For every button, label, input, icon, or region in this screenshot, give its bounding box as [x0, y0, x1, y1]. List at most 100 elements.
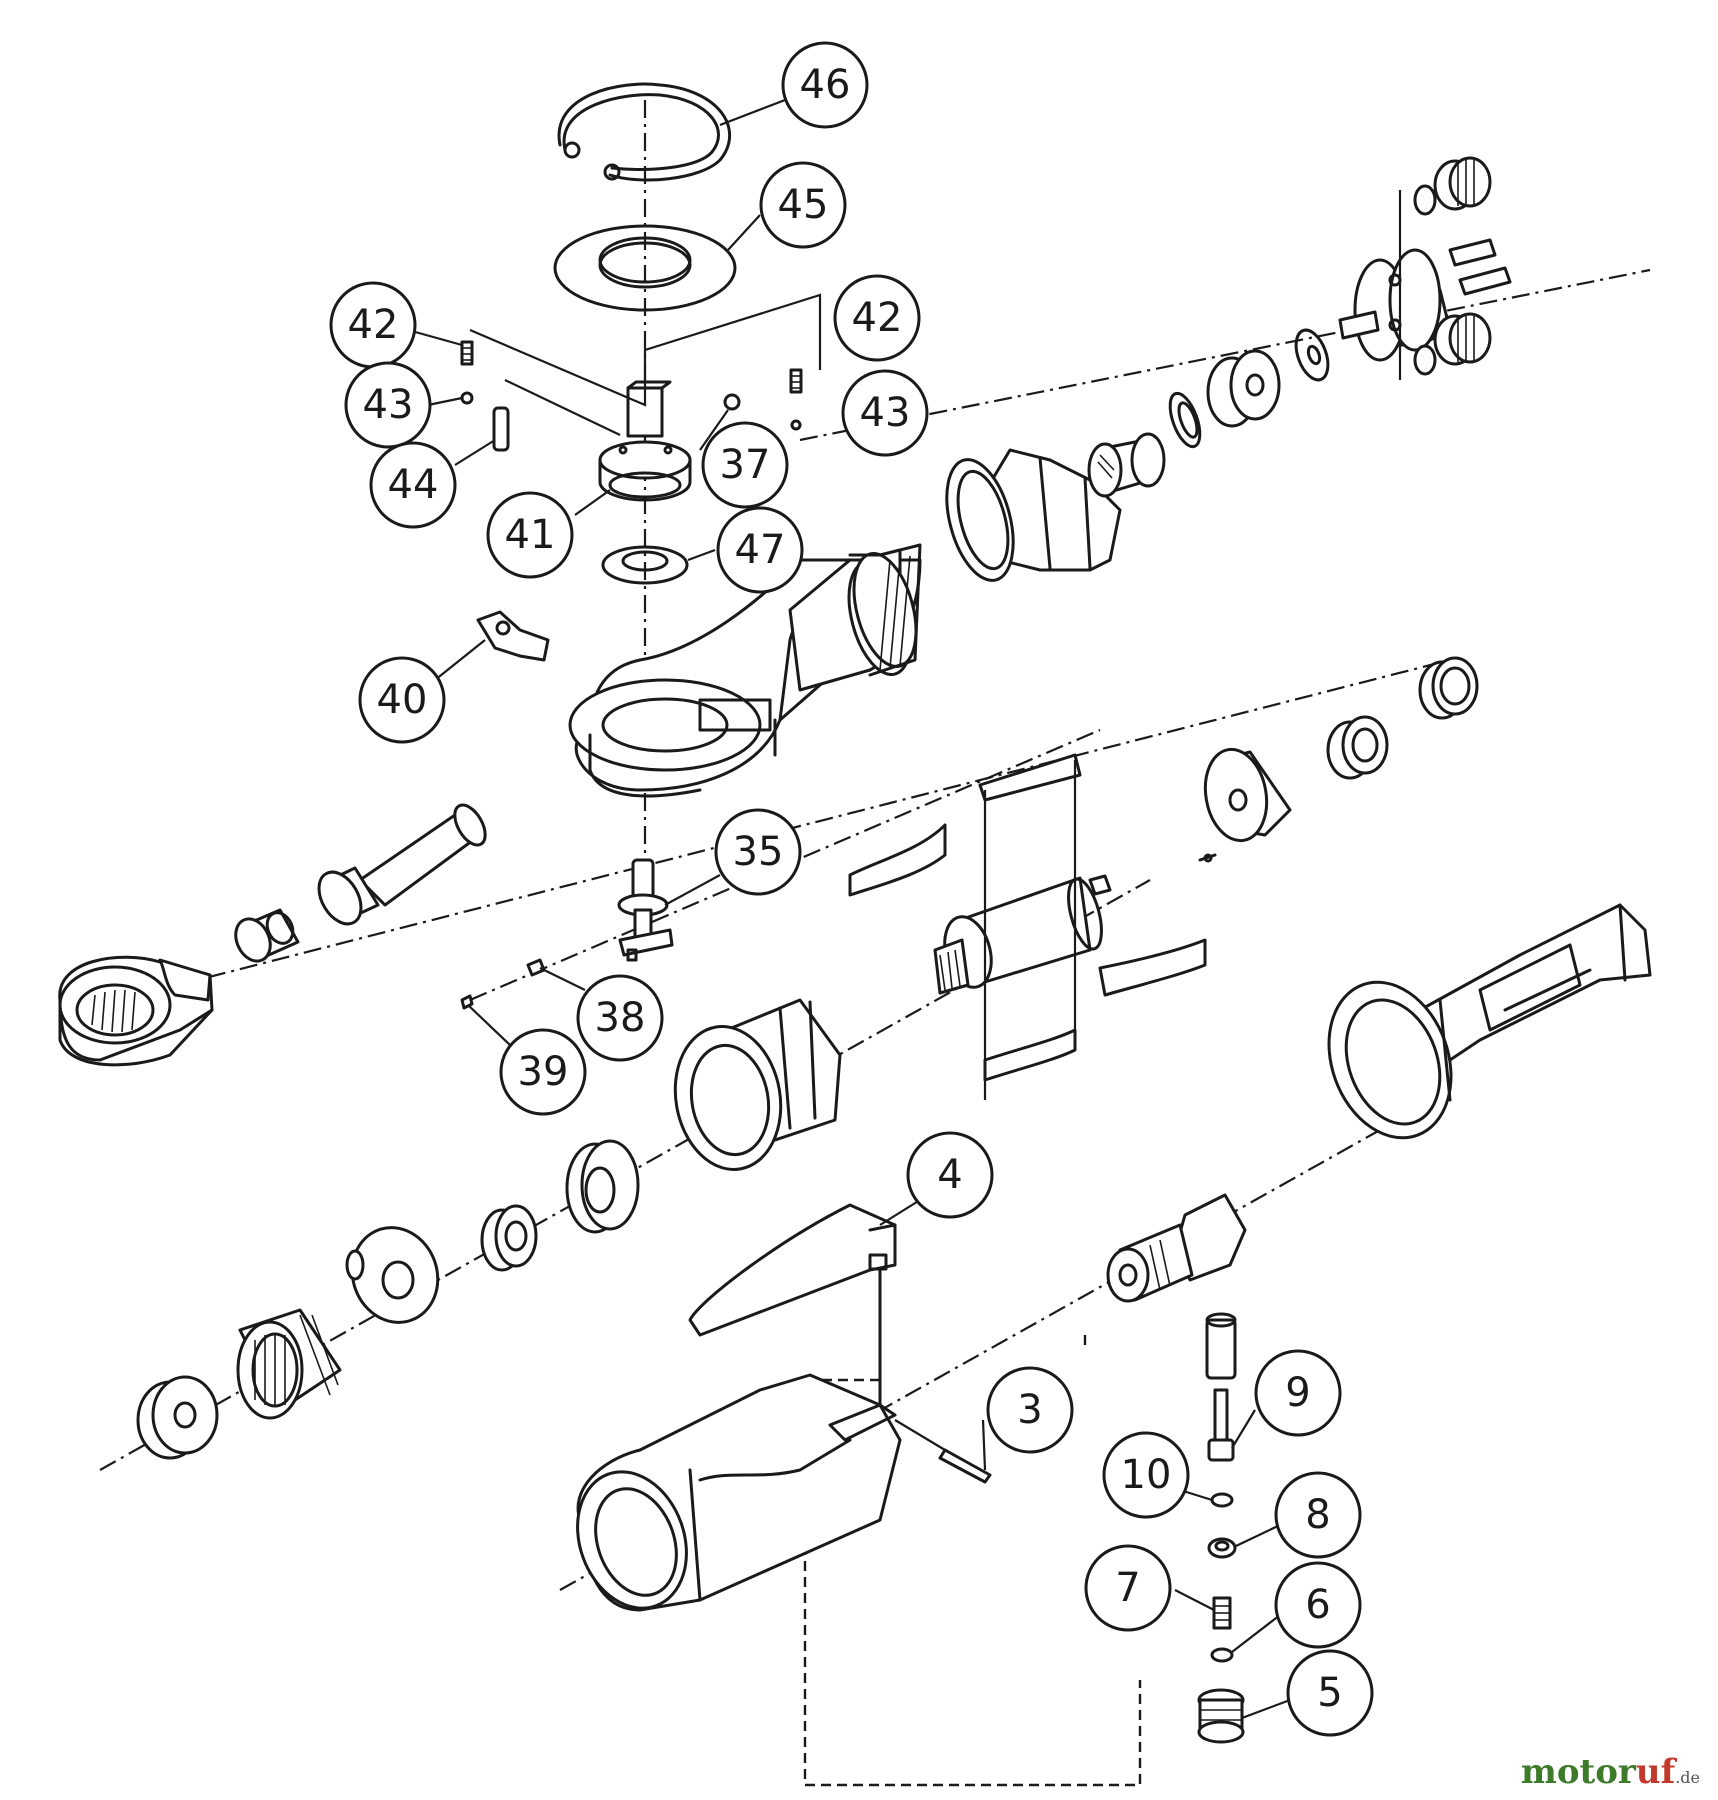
- part-threaded-nut: [236, 1308, 342, 1420]
- part-bushing: [234, 908, 300, 963]
- ratchet-head-housing: [568, 543, 922, 798]
- part-rear-plate: [1198, 747, 1292, 863]
- callout-45: 45: [759, 161, 847, 249]
- part-6-o-ring: [1210, 1647, 1234, 1663]
- callout-number-47: 47: [735, 527, 786, 573]
- callout-circle-5: [1286, 1649, 1374, 1737]
- part-valve-bushing: [1205, 1312, 1237, 1380]
- callout-circle-3: [986, 1366, 1074, 1454]
- callout-circle-8: [1274, 1471, 1362, 1559]
- callout-5: 5: [1286, 1649, 1374, 1737]
- callout-circle-10: [1102, 1431, 1190, 1519]
- callout-number-43a: 43: [363, 382, 414, 428]
- callout-circle-9: [1254, 1349, 1342, 1437]
- callout-number-44: 44: [388, 462, 439, 508]
- callout-number-3: 3: [1017, 1387, 1042, 1433]
- callout-number-42a: 42: [348, 302, 399, 348]
- part-3-roll-pin: [894, 1419, 992, 1484]
- part-rotor: [933, 874, 1112, 995]
- callout-38: 38: [576, 974, 664, 1062]
- part-7-spring: [1212, 1596, 1232, 1630]
- callout-circle-6: [1274, 1561, 1362, 1649]
- callout-10: 10: [1102, 1431, 1190, 1519]
- callout-number-39: 39: [518, 1049, 569, 1095]
- part-air-inlet-fitting: [1106, 1193, 1247, 1303]
- part-38-spring: [526, 958, 546, 977]
- part-9-valve-stem: [1207, 1388, 1235, 1462]
- callout-number-35: 35: [733, 829, 784, 875]
- watermark-suffix: .de: [1675, 1768, 1700, 1787]
- watermark-brand-a: motor: [1520, 1752, 1636, 1792]
- callout-circle-39: [499, 1028, 587, 1116]
- part-4-trigger-lever: [688, 1203, 897, 1427]
- callout-circle-7: [1084, 1544, 1172, 1632]
- part-40-pawl: [476, 610, 550, 662]
- callout-number-42b: 42: [852, 295, 903, 341]
- callout-40: 40: [358, 656, 446, 744]
- part-42-spring-left: [460, 340, 474, 366]
- part-35-pin-shaft: [617, 858, 674, 962]
- callout-number-4: 4: [937, 1152, 962, 1198]
- callout-number-5: 5: [1317, 1670, 1342, 1716]
- part-bearing-right: [1326, 715, 1389, 780]
- part-washer-small: [1294, 328, 1330, 382]
- callout-43a: 43: [344, 361, 432, 449]
- callout-46: 46: [781, 41, 869, 129]
- callout-number-46: 46: [800, 62, 851, 108]
- leader-lines: [407, 98, 1291, 1720]
- part-bearing-upper: [1087, 432, 1166, 498]
- callout-47: 47: [716, 506, 804, 594]
- part-43-ball-right: [790, 419, 802, 431]
- part-46-retaining-ring: [557, 82, 732, 182]
- callout-circle-42b: [833, 274, 921, 362]
- part-end-plate: [565, 1139, 640, 1234]
- callout-4: 4: [906, 1131, 994, 1219]
- part-42-spring-right: [789, 368, 803, 394]
- callout-44: 44: [369, 441, 457, 529]
- callout-number-6: 6: [1305, 1582, 1330, 1628]
- callout-circle-45: [759, 161, 847, 249]
- callout-circle-37: [701, 421, 789, 509]
- part-main-handle: [576, 1373, 902, 1612]
- callout-circle-35: [714, 808, 802, 896]
- part-washer-right: [1418, 656, 1479, 720]
- part-37-ball: [723, 393, 741, 411]
- callout-number-41: 41: [505, 512, 556, 558]
- part-cylinder-sleeve: [673, 998, 842, 1171]
- callout-circle-40: [358, 656, 446, 744]
- part-motor-housing: [1327, 903, 1652, 1140]
- part-end-cap: [136, 1375, 219, 1460]
- callout-circle-43a: [344, 361, 432, 449]
- callout-6: 6: [1274, 1561, 1362, 1649]
- callout-circle-43b: [841, 369, 929, 457]
- callout-9: 9: [1254, 1349, 1342, 1437]
- part-yoke-shaft: [317, 803, 487, 926]
- callout-number-9: 9: [1285, 1370, 1310, 1416]
- callout-number-7: 7: [1115, 1565, 1140, 1611]
- part-47-washer: [601, 545, 689, 585]
- callout-circle-4: [906, 1131, 994, 1219]
- callout-35: 35: [714, 808, 802, 896]
- part-ratchet-ring: [58, 955, 214, 1067]
- part-43-ball-left: [460, 391, 474, 405]
- callout-7: 7: [1084, 1544, 1172, 1632]
- callout-circle-38: [576, 974, 664, 1062]
- part-washer-upper: [1168, 391, 1202, 449]
- watermark-logo: motoruf.de: [1521, 1752, 1700, 1792]
- callout-43b: 43: [841, 369, 929, 457]
- callout-number-40: 40: [377, 677, 428, 723]
- callout-39: 39: [499, 1028, 587, 1116]
- callout-41: 41: [486, 491, 574, 579]
- callout-number-8: 8: [1305, 1492, 1330, 1538]
- callout-3: 3: [986, 1366, 1074, 1454]
- part-bearing-lower: [480, 1204, 538, 1272]
- callout-number-10: 10: [1121, 1452, 1172, 1498]
- watermark-brand-b: uf: [1635, 1752, 1676, 1792]
- callout-number-37: 37: [720, 442, 771, 488]
- part-ring-nut-upper: [945, 448, 1122, 582]
- part-planet-gear-bottom: [1413, 312, 1492, 376]
- callout-8: 8: [1274, 1471, 1362, 1559]
- callout-circle-41: [486, 491, 574, 579]
- callout-number-38: 38: [595, 995, 646, 1041]
